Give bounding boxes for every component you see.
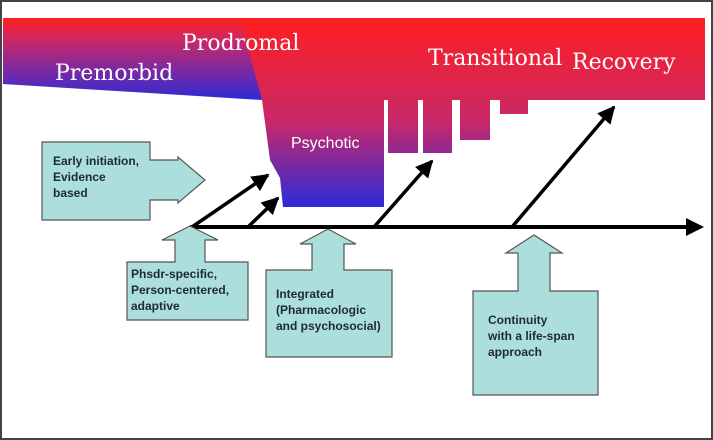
stage-label-prodromal: Prodromal	[182, 31, 300, 56]
arrow-to-recovery	[510, 105, 616, 229]
arrow-to-transitional	[372, 159, 434, 229]
stage-label-psychotic: Psychotic	[291, 135, 360, 152]
timeline-arrowhead	[686, 218, 704, 236]
callout-integrated-shape	[265, 228, 393, 358]
premorbid-band	[3, 18, 262, 100]
stage-label-transitional: Transitional	[428, 46, 563, 71]
arrow-to-psychotic	[191, 173, 270, 229]
callout-integrated-text: Integrated (Pharmacologic and psychosoci…	[276, 287, 381, 333]
callout-continuity-shape	[472, 234, 599, 396]
arrow-to-psychotic-lower	[246, 196, 280, 229]
callout-early-text: Early initiation, Evidence based	[53, 154, 140, 200]
callout-continuity-text: Continuity with a life-span approach	[488, 313, 575, 359]
callout-early-shape	[41, 141, 206, 221]
callout-phase-specific-text: Phsdr-specific, Person-centered, adaptiv…	[131, 267, 230, 313]
stage-label-premorbid: Premorbid	[55, 61, 174, 86]
callout-phase-specific-shape	[126, 225, 249, 321]
stage-label-recovery: Recovery	[572, 50, 676, 75]
